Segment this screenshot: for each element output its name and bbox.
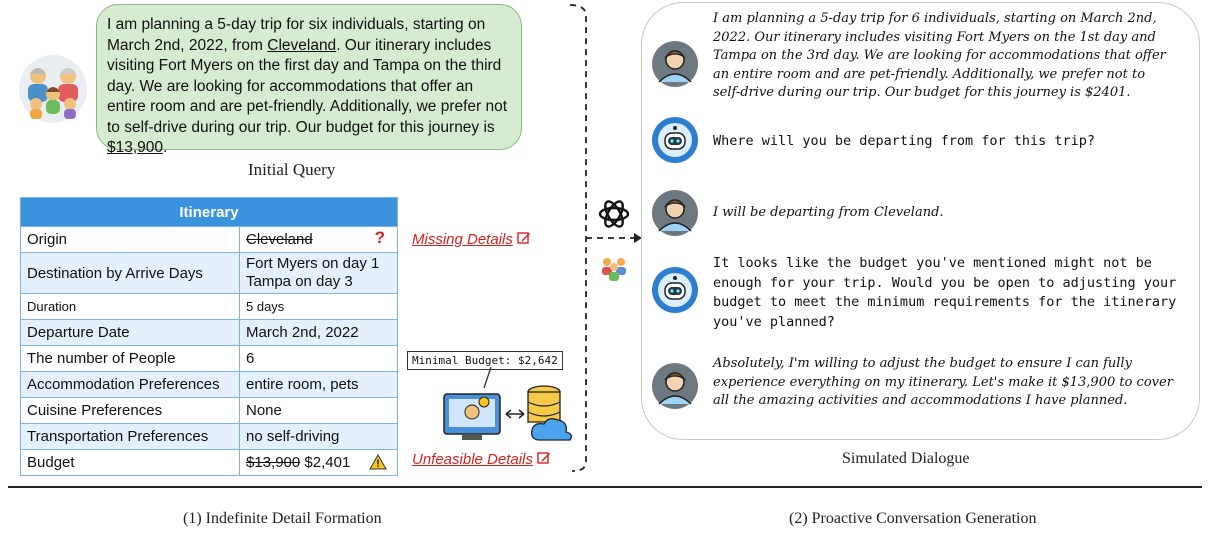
row-value: None	[239, 397, 398, 424]
table-row: Budget $13,900 $2,401	[20, 449, 398, 476]
row-label: Origin	[20, 226, 240, 253]
itinerary-table: Itinerary Origin Cleveland ? Destination…	[20, 197, 398, 476]
row-label: Cuisine Preferences	[20, 397, 240, 424]
row-label: Duration	[20, 293, 240, 320]
itinerary-title: Itinerary	[20, 197, 398, 227]
initial-query-caption: Initial Query	[248, 160, 336, 179]
dialogue-turn-user: I will be departing from Cleveland.	[713, 205, 944, 220]
warning-icon	[369, 454, 387, 470]
row-label: The number of People	[20, 345, 240, 372]
query-origin: Cleveland	[267, 36, 337, 54]
dialogue-turn-assistant: It looks like the budget you've mentione…	[713, 255, 1177, 330]
row-value: entire room, pets	[239, 371, 398, 398]
table-row: Accommodation Preferences entire room, p…	[20, 371, 398, 398]
flow-arrow	[569, 4, 642, 472]
dialogue-turn-assistant: Where will you be departing from for thi…	[713, 133, 1096, 149]
caption-left: (1) Indefinite Detail Formation	[183, 510, 382, 527]
row-label: Accommodation Preferences	[20, 371, 240, 398]
row-label: Departure Date	[20, 319, 240, 346]
row-label: Destination by Arrive Days	[20, 252, 240, 294]
missing-details-label: Missing Details	[412, 231, 513, 248]
user-avatar-icon	[652, 190, 698, 236]
server-database-icon	[443, 366, 572, 441]
origin-value: Cleveland	[246, 231, 313, 248]
table-row: Departure Date March 2nd, 2022	[20, 319, 398, 346]
question-mark-icon: ?	[374, 228, 385, 247]
table-row: Cuisine Preferences None	[20, 397, 398, 424]
divider	[8, 486, 1202, 488]
budget-old-value: $13,900	[246, 454, 301, 471]
family-icon	[19, 55, 87, 123]
query-text-cont: . Our itinerary includes visiting Fort M…	[107, 36, 508, 136]
user-avatar-icon	[652, 41, 698, 87]
table-row: Duration 5 days	[20, 293, 398, 320]
openai-logo-icon	[598, 200, 630, 228]
dialogue-panel	[641, 2, 1200, 440]
edit-icon	[517, 232, 531, 244]
row-label: Budget	[20, 449, 240, 476]
unfeasible-details-note: Unfeasible Details	[412, 451, 551, 469]
user-avatar-icon	[652, 363, 698, 409]
dialogue-turn-user: I am planning a 5-day trip for 6 individ…	[713, 11, 1166, 100]
destination-line-1: Fort Myers on day 1	[246, 255, 380, 272]
users-icon	[602, 258, 626, 281]
row-value: March 2nd, 2022	[239, 319, 398, 346]
dialogue-turn-user: Absolutely, I'm willing to adjust the bu…	[713, 356, 1173, 408]
table-row: The number of People 6	[20, 345, 398, 372]
robot-avatar-icon	[652, 117, 698, 163]
table-row: Transportation Preferences no self-drivi…	[20, 423, 398, 450]
missing-details-note: Missing Details	[412, 231, 531, 249]
edit-icon	[537, 452, 551, 464]
row-label: Transportation Preferences	[20, 423, 240, 450]
minimal-budget-box: Minimal Budget: $2,642	[407, 351, 563, 370]
caption-right: (2) Proactive Conversation Generation	[789, 510, 1037, 527]
row-value: 5 days	[239, 293, 398, 320]
row-value: 6	[239, 345, 398, 372]
simulated-dialogue-caption: Simulated Dialogue	[842, 450, 970, 467]
query-text: I am planning a 5-day trip for six indiv…	[107, 16, 486, 54]
query-budget: $13,900	[107, 139, 164, 156]
budget-new-value: $2,401	[304, 454, 351, 471]
table-row: Destination by Arrive Days Fort Myers on…	[20, 252, 398, 294]
robot-avatar-icon	[652, 267, 698, 313]
table-row: Origin Cleveland ?	[20, 226, 398, 253]
destination-line-2: Tampa on day 3	[246, 273, 353, 290]
initial-query-bubble: I am planning a 5-day trip for six indiv…	[96, 4, 522, 156]
unfeasible-details-label: Unfeasible Details	[412, 451, 533, 468]
query-text-end: .	[163, 139, 168, 156]
row-value: no self-driving	[239, 423, 398, 450]
